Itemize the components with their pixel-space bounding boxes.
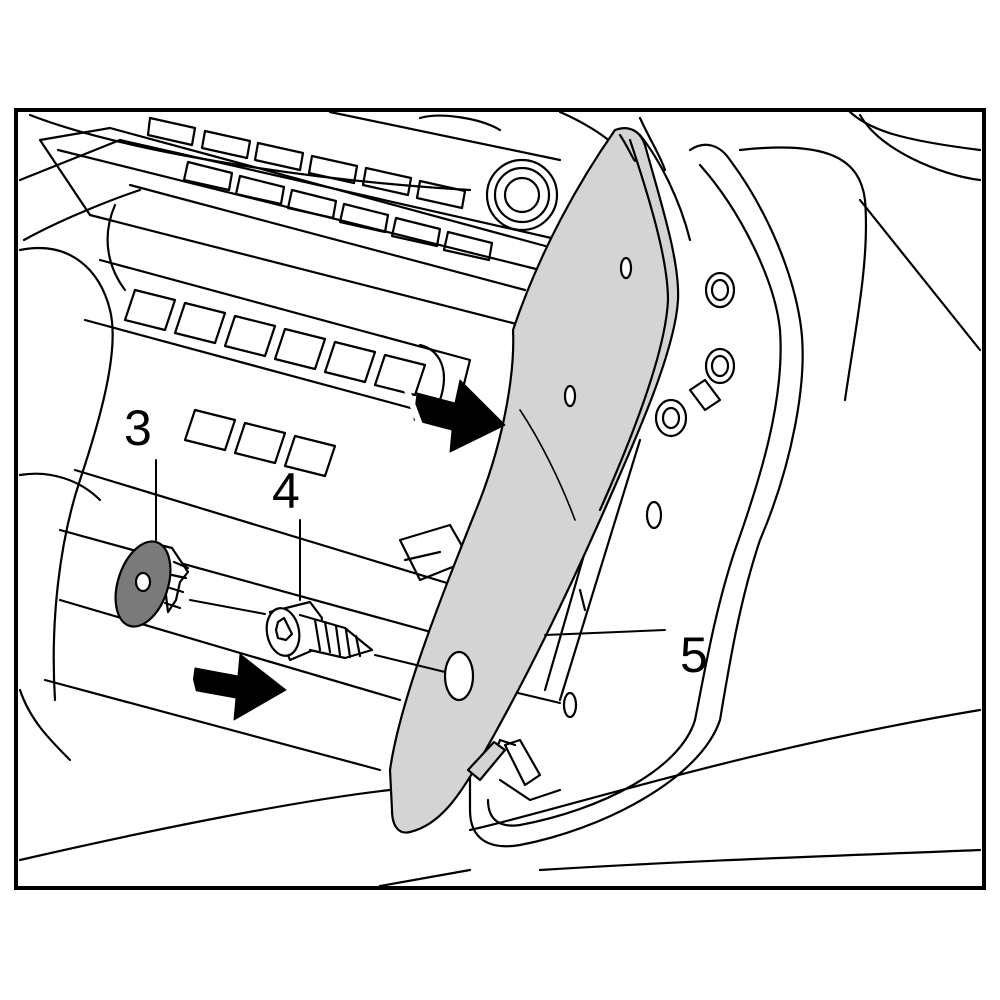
direction-arrow-icon: [191, 653, 287, 721]
trim-panel: [388, 127, 680, 834]
leader-lines: [155, 459, 666, 704]
dashboard-background: [18, 112, 667, 886]
callout-4: 4: [272, 463, 300, 519]
console-side-trim: [468, 112, 982, 872]
cover-cap-icon: [114, 540, 190, 628]
callout-5: 5: [680, 627, 708, 683]
rotary-knob: [485, 158, 559, 232]
callout-3: 3: [124, 400, 152, 456]
torx-screw-icon: [265, 600, 374, 662]
